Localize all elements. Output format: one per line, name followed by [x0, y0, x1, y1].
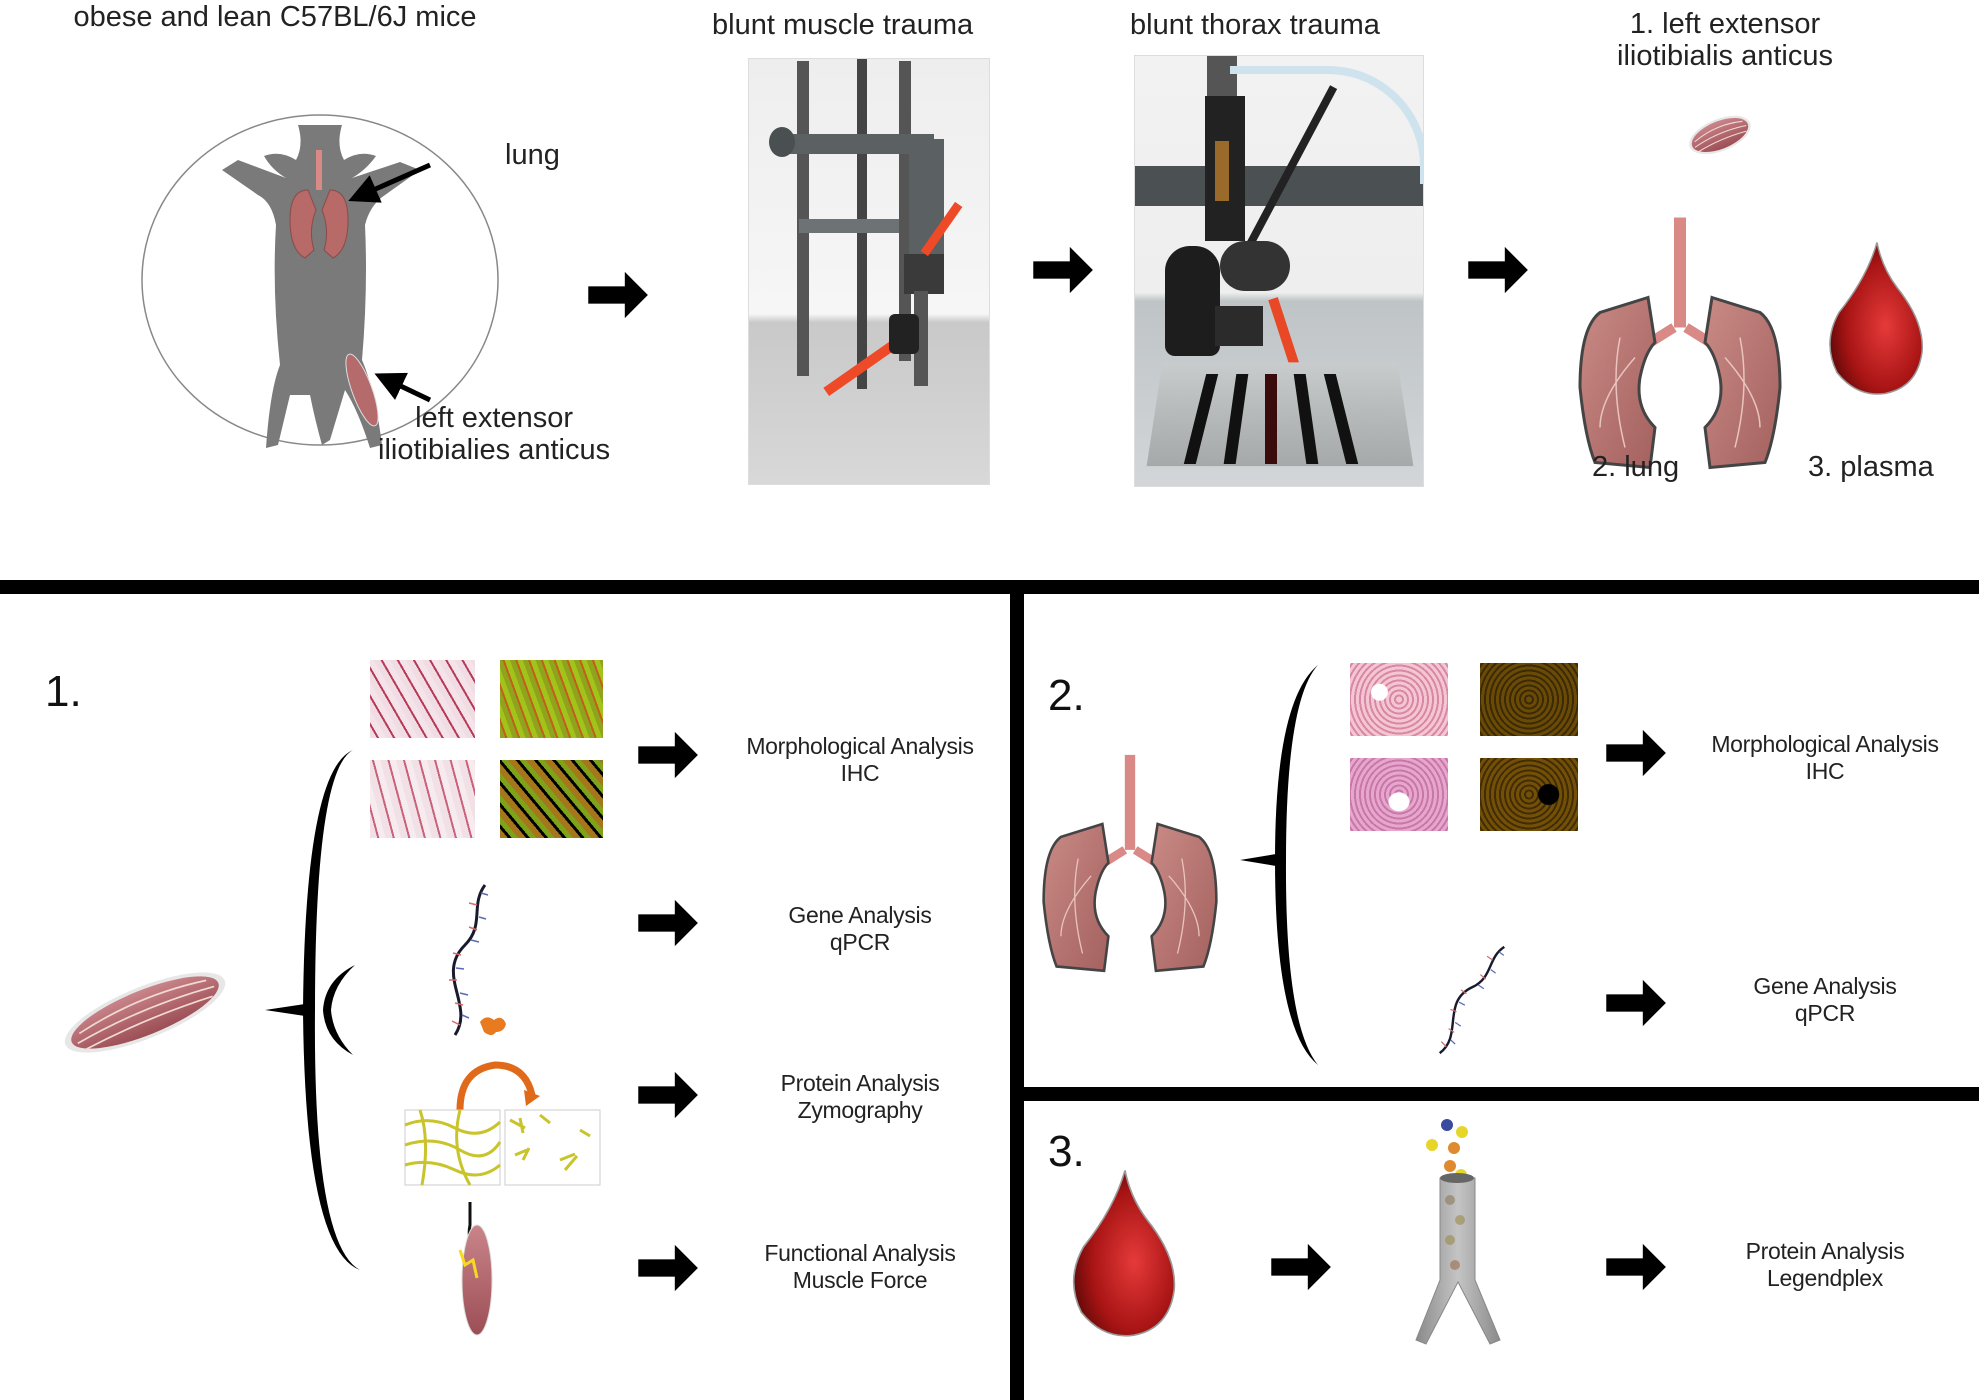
panel2-number: 2. [1048, 671, 1085, 720]
sample3-label: 3. plasma [1808, 451, 1934, 483]
flow-arrow-icon [638, 1071, 698, 1119]
flow-arrow-icon [1468, 246, 1528, 294]
lung-sample-icon [1570, 205, 1790, 485]
muscle-pointer-arrow [374, 372, 432, 403]
flow-arrow-icon [1033, 246, 1093, 294]
lung-source-icon [1035, 750, 1225, 980]
vertical-divider [1010, 580, 1024, 1400]
sample1-label: 1. left extensor iliotibialis anticus [1617, 8, 1833, 72]
dna-strand-icon [1433, 935, 1508, 1064]
histology-stain-image [370, 660, 475, 738]
thorax-trauma-device-photo [1134, 55, 1424, 487]
histology-stain-image [1350, 758, 1448, 831]
fluorescence-image [500, 760, 603, 838]
bracket-icon [265, 750, 360, 1270]
muscle-in-mouse [345, 353, 379, 427]
plasma-sample-icon [1829, 241, 1924, 395]
plasma-source-icon [1072, 1169, 1176, 1337]
muscle-trauma-device-photo [748, 58, 990, 485]
flow-arrow-icon [1606, 979, 1666, 1027]
flow-arrow-icon [588, 271, 648, 319]
flow-arrow-icon [638, 899, 698, 947]
mouse-body [222, 125, 420, 448]
mouse-illustration [141, 114, 499, 448]
muscle-source-icon [54, 955, 236, 1070]
thorax-trauma-label: blunt thorax trauma [1130, 9, 1380, 41]
horizontal-divider [0, 580, 1979, 594]
muscle-trauma-label: blunt muscle trauma [712, 9, 974, 41]
legendplex-bead-tube-icon [1415, 1119, 1501, 1345]
muscle-callout: left extensor iliotibialies anticus [378, 402, 611, 466]
panel-divider [1010, 1087, 1979, 1101]
sample2-label: 2. lung [1592, 451, 1680, 483]
flow-arrow-icon [1606, 1243, 1666, 1291]
flow-arrow-icon [1271, 1243, 1331, 1291]
panel1-number: 1. [45, 667, 82, 716]
lung-in-mouse [289, 150, 349, 259]
lung-callout: lung [505, 139, 560, 171]
flow-arrow-icon [638, 1244, 698, 1292]
histology-stain-image [1350, 663, 1448, 736]
fluorescence-image [1480, 758, 1578, 831]
muscle-sample-icon [1683, 107, 1757, 163]
flow-arrow-icon [638, 731, 698, 779]
mice-label: obese and lean C57BL/6J mice [73, 1, 477, 33]
zymography-icon [404, 1017, 601, 1186]
panel3-number: 3. [1048, 1127, 1085, 1176]
flow-arrow-icon [1606, 729, 1666, 777]
fluorescence-image [500, 660, 603, 738]
fluorescence-image [1480, 663, 1578, 736]
bracket-icon [1240, 665, 1318, 1065]
muscle-force-icon [458, 1202, 493, 1336]
lung-pointer-arrow [348, 162, 432, 203]
histology-stain-image [370, 760, 475, 838]
